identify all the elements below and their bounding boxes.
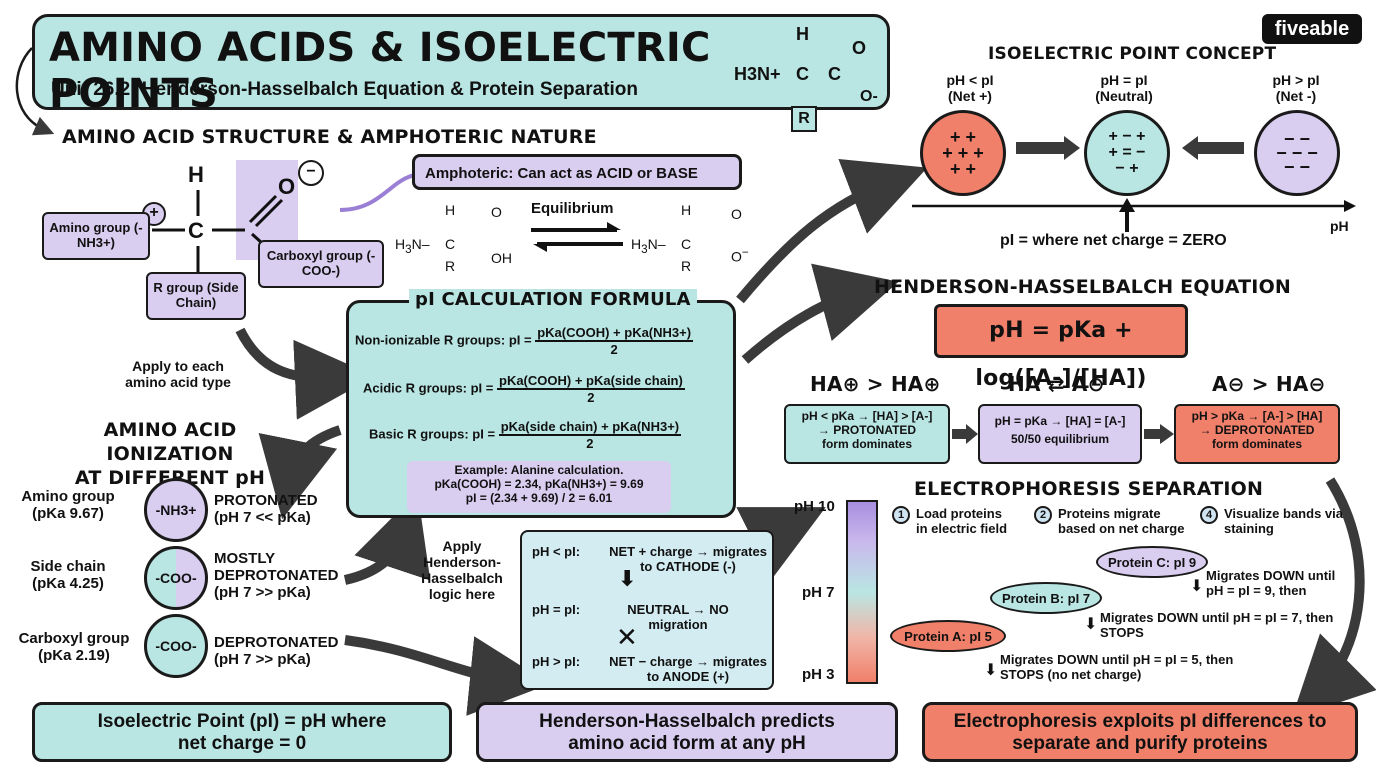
r-group-label: R group (Side Chain) [146, 272, 246, 320]
footer-left: Isoelectric Point (pI) = pH where net ch… [32, 702, 452, 762]
pi-note: pI = where net charge = ZERO [1000, 232, 1227, 249]
hh-box-protonated: pH < pKa → [HA] > [A-] → PROTONATED form… [784, 404, 950, 464]
step-number-icon: 1 [892, 506, 910, 524]
formula-row-label: Non-ionizable R groups: pI = [355, 332, 532, 348]
iso-mid-label: pH = pI [1100, 72, 1148, 88]
ph-gradient-bar [846, 500, 878, 684]
ionization-row-label: Amino group (pKa 9.67) [21, 488, 115, 522]
brand-logo: fiveable [1262, 14, 1362, 44]
iso-left-label: pH < pI [946, 72, 994, 88]
electrophoresis-heading: ELECTROPHORESIS SEPARATION [914, 478, 1264, 500]
hh-label-deprotonated: A⊖ > HA⊖ [1212, 372, 1326, 396]
page-subtitle: Unit 26.2: Henderson-Hasselbalch Equatio… [51, 79, 639, 100]
ionization-row-label: Carboxyl group (pKa 2.19) [18, 630, 130, 664]
page-title: AMINO ACIDS & ISOELECTRIC POINTS [49, 25, 711, 117]
migration-text: NET − charge → migrates to ANODE (+) [609, 654, 767, 684]
iso-right-label: pH > pI [1272, 72, 1320, 88]
iso-mid-sub: (Neutral) [1095, 88, 1153, 104]
iso-right-sub: (Net -) [1275, 88, 1317, 104]
apply-note: Apply to each amino acid type [125, 358, 231, 390]
ionization-heading: AMINO ACID IONIZATION AT DIFFERENT pH [74, 419, 266, 489]
ionization-state: PROTONATED (pH 7 << pKa) [214, 492, 318, 526]
ph-axis-label: pH [1330, 218, 1349, 234]
side-chain-circle: -COO- [144, 546, 208, 610]
hh-heading: HENDERSON-HASSELBALCH EQUATION [874, 276, 1292, 298]
protein-a-band: Protein A: pI 5 [890, 620, 1006, 652]
down-arrow-icon: ⬇ [984, 662, 998, 679]
pi-formula-panel: pI CALCULATION FORMULA Non-ionizable R g… [346, 289, 736, 518]
step-number-icon: 4 [1200, 506, 1218, 524]
iso-left-sub: (Net +) [948, 88, 992, 104]
ph-bot: pH 3 [802, 666, 835, 683]
hh-equation: pH = pKa + log([A-]/[HA]) [934, 304, 1188, 391]
electro-step: 1 Load proteins in electric field [892, 506, 1016, 536]
migration-cond: pH = pI: [532, 602, 581, 617]
protein-b-band: Protein B: pI 7 [990, 582, 1102, 614]
hh-label-equilibrium: HA ⇄ A⊖ [1008, 372, 1105, 396]
carboxyl-circle: -COO- [144, 614, 208, 678]
ionization-state: MOSTLY DEPROTONATED (pH 7 >> pKa) [214, 550, 339, 601]
equilibrium-arrows-icon [531, 222, 623, 252]
structure-bonds [152, 190, 284, 276]
title-banner: AMINO ACIDS & ISOELECTRIC POINTS Unit 26… [32, 14, 890, 117]
protein-b-note: Migrates DOWN until pH = pI = 7, then ST… [1100, 610, 1334, 640]
migration-cond: pH > pI: [532, 654, 581, 669]
step-number-icon: 2 [1034, 506, 1052, 524]
migration-text: NET + charge → migrates to CATHODE (-) [609, 544, 767, 574]
hh-label-protonated: HA⊕ > HA⊕ [810, 372, 941, 396]
ionization-row-label: Side chain (pKa 4.25) [30, 558, 106, 592]
ionization-state: DEPROTONATED (pH 7 >> pKa) [214, 634, 339, 668]
alanine-example: Example: Alanine calculation. pKa(COOH) … [407, 461, 671, 513]
pi-formula-heading: pI CALCULATION FORMULA [409, 289, 697, 310]
ph-mid: pH 7 [802, 584, 835, 601]
equilibrium-diagram: H3N– H C R O OH Equilibrium H3N– H C R O… [395, 200, 749, 274]
electro-step: 4 Visualize bands via staining [1200, 506, 1344, 536]
isoelectric-heading: ISOELECTRIC POINT CONCEPT [988, 44, 1277, 64]
migration-panel: pH < pI: NET + charge → migrates to CATH… [520, 530, 774, 690]
formula-row-label: Acidic R groups: pI = [363, 380, 494, 396]
protein-a-note: Migrates DOWN until pH = pI = 5, then ST… [1000, 652, 1234, 682]
neutral-circle: + − ++ = −− + [1084, 110, 1170, 196]
footer-mid: Henderson-Hasselbalch predicts amino aci… [476, 702, 898, 762]
down-arrow-icon: ⬇ [618, 566, 637, 591]
title-molecule: H H3N+ C C O O- R [728, 24, 888, 134]
amphoteric-callout: Amphoteric: Can act as ACID or BASE [412, 154, 742, 190]
down-arrow-icon: ⬇ [1084, 616, 1098, 633]
ph-top: pH 10 [794, 498, 835, 515]
footer-right: Electrophoresis exploits pI differences … [922, 702, 1358, 762]
formula-row-label: Basic R groups: pI = [369, 426, 496, 442]
cross-icon: ✕ [616, 622, 638, 652]
hh-box-equilibrium: pH = pKa → [HA] = [A-] 50/50 equilibrium [978, 404, 1142, 464]
down-arrow-icon: ⬇ [1190, 578, 1204, 595]
negative-charge-icon: − [298, 160, 324, 186]
structure-heading: AMINO ACID STRUCTURE & AMPHOTERIC NATURE [62, 126, 597, 148]
protein-c-note: Migrates DOWN until pH = pI = 9, then [1206, 568, 1336, 598]
equilibrium-label: Equilibrium [531, 200, 614, 217]
protein-c-band: Protein C: pI 9 [1096, 546, 1208, 578]
electro-step: 2 Proteins migrate based on net charge [1034, 506, 1198, 536]
net-negative-circle: − −− − −− − [1254, 110, 1340, 196]
migration-text: NEUTRAL → NO migration [627, 602, 729, 632]
migration-cond: pH < pI: [532, 544, 581, 559]
amino-group-label: Amino group (-NH3+) [42, 212, 150, 260]
nh3-circle: -NH3+ [144, 478, 208, 542]
carboxyl-group-label: Carboxyl group (-COO-) [258, 240, 384, 288]
hh-box-deprotonated: pH > pKa → [A-] > [HA] → DEPROTONATED fo… [1174, 404, 1340, 464]
hh-apply-note: Apply Henderson-Hasselbalch logic here [421, 538, 503, 602]
net-positive-circle: + ++ + ++ + [920, 110, 1006, 196]
